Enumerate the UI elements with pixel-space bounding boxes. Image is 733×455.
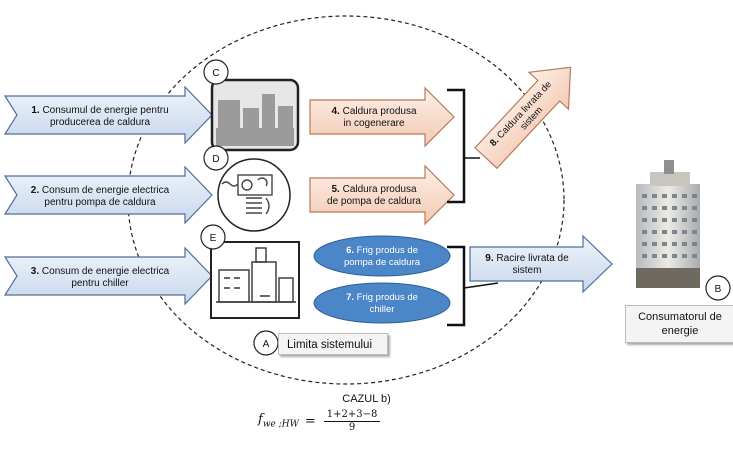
svg-text:B: B	[715, 284, 722, 295]
formula-numerator: 1+2+3−8	[323, 408, 381, 422]
input-arrow-1: 1. Consumul de energie pentru producerea…	[3, 85, 213, 145]
consumer-line-2: energie	[661, 325, 699, 337]
heat-pump-unit	[217, 158, 291, 232]
svg-text:D: D	[212, 154, 219, 165]
formula-equals: =	[304, 413, 316, 429]
svg-text:in cogenerare: in cogenerare	[343, 118, 405, 129]
formula-denominator: 9	[348, 422, 356, 433]
heat-arrow-5: 5. Caldura produsa de pompa de caldura	[309, 164, 455, 226]
heat-pump-icon	[221, 174, 273, 215]
marker-a: A	[253, 330, 279, 356]
chiller-unit	[210, 241, 300, 319]
factor-formula: fwe ;HW = 1+2+3−8 9	[258, 408, 381, 434]
svg-text:producerea de caldura: producerea de caldura	[50, 117, 151, 128]
power-plant-icon	[216, 94, 294, 146]
svg-text:9. Racire livrata de: 9. Racire livrata de	[485, 253, 569, 264]
delivered-heat-arrow: 8. Caldura livrata de sistem	[474, 66, 572, 170]
formula-fraction: 1+2+3−8 9	[323, 408, 381, 434]
svg-text:7. Frig produs de: 7. Frig produs de	[346, 292, 418, 303]
building-icon	[636, 160, 700, 288]
energy-consumer-label: Consumatorul de energie	[625, 305, 733, 343]
input-arrow-3: 3. Consum de energie electrica pentru ch…	[3, 246, 213, 306]
svg-text:A: A	[263, 339, 270, 350]
case-title: CAZUL b)	[342, 393, 391, 405]
svg-text:pentru pompa de caldura: pentru pompa de caldura	[44, 197, 156, 208]
input-arrow-2: 2. Consum de energie electrica pentru po…	[3, 165, 213, 225]
marker-c: C	[203, 59, 229, 85]
heat-arrow-4: 4. Caldura produsa in cogenerare	[309, 86, 455, 148]
chiller-icon	[216, 247, 296, 303]
system-limit-label: Limita sistemului	[278, 333, 388, 355]
svg-text:3. Consum de energie electrica: 3. Consum de energie electrica	[31, 266, 170, 277]
svg-text:sistem: sistem	[513, 265, 542, 276]
svg-text:C: C	[212, 68, 219, 79]
consumer-line-1: Consumatorul de	[638, 311, 722, 323]
marker-d: D	[203, 145, 229, 171]
svg-text:pompa de caldura: pompa de caldura	[344, 257, 421, 268]
heat-bracket	[447, 88, 466, 204]
delivered-cooling-arrow: 9. Racire livrata de sistem	[469, 234, 613, 294]
marker-e: E	[200, 224, 226, 250]
cogeneration-plant	[210, 78, 300, 152]
cold-ellipse-6: 6. Frig produs de pompa de caldura	[313, 235, 451, 277]
svg-text:pentru chiller: pentru chiller	[71, 278, 129, 289]
svg-text:E: E	[210, 233, 217, 244]
cold-bracket	[447, 245, 466, 327]
cold-ellipse-7: 7. Frig produs de chiller	[313, 282, 451, 324]
svg-text:2. Consum de energie electrica: 2. Consum de energie electrica	[31, 185, 170, 196]
svg-text:chiller: chiller	[370, 304, 395, 315]
marker-b: B	[705, 275, 731, 301]
svg-text:4. Caldura produsa: 4. Caldura produsa	[331, 106, 416, 117]
svg-text:5. Caldura produsa: 5. Caldura produsa	[331, 184, 416, 195]
svg-text:1. Consumul de energie pentru: 1. Consumul de energie pentru	[31, 105, 168, 116]
cold-connector	[463, 282, 499, 289]
formula-lhs: fwe ;HW	[258, 412, 299, 430]
svg-text:de pompa de caldura: de pompa de caldura	[327, 196, 421, 207]
svg-text:6. Frig produs de: 6. Frig produs de	[346, 245, 418, 256]
